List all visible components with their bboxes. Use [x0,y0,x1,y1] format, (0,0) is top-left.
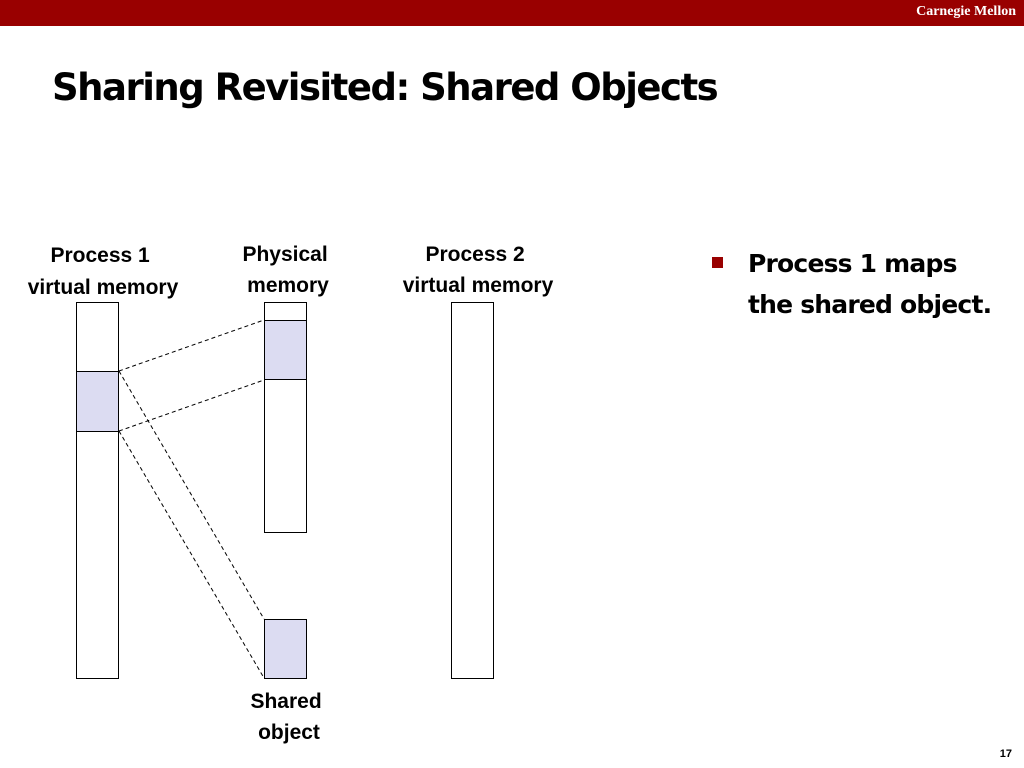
process2-memory-column [451,302,494,679]
bullet-text: Process 1 maps the shared object. [748,249,992,319]
top-bar: Carnegie Mellon [0,0,1024,26]
slide-title: Sharing Revisited: Shared Objects [52,66,719,109]
bullet-item: Process 1 maps the shared object. [712,243,992,325]
physical-memory-label: Physical memory [242,243,333,297]
square-bullet-icon [712,257,723,268]
bullet-list: Process 1 maps the shared object. [712,243,992,325]
shared-object-label: Shared object [250,690,327,744]
page-number: 17 [999,748,1012,760]
shared-object-box [264,619,307,679]
process1-shared-region [76,371,119,432]
process2-label: Process 2 virtual memory [403,243,554,297]
physical-shared-region [264,320,307,380]
brand-label: Carnegie Mellon [916,4,1016,19]
mapping-line-physical-bottom [118,379,265,432]
process1-memory-column [76,302,119,679]
mapping-line-physical-top [118,319,265,372]
process1-label: Process 1 virtual memory [28,244,179,299]
mapping-line-object-top [118,370,265,620]
mapping-line-object-bottom [118,430,265,679]
